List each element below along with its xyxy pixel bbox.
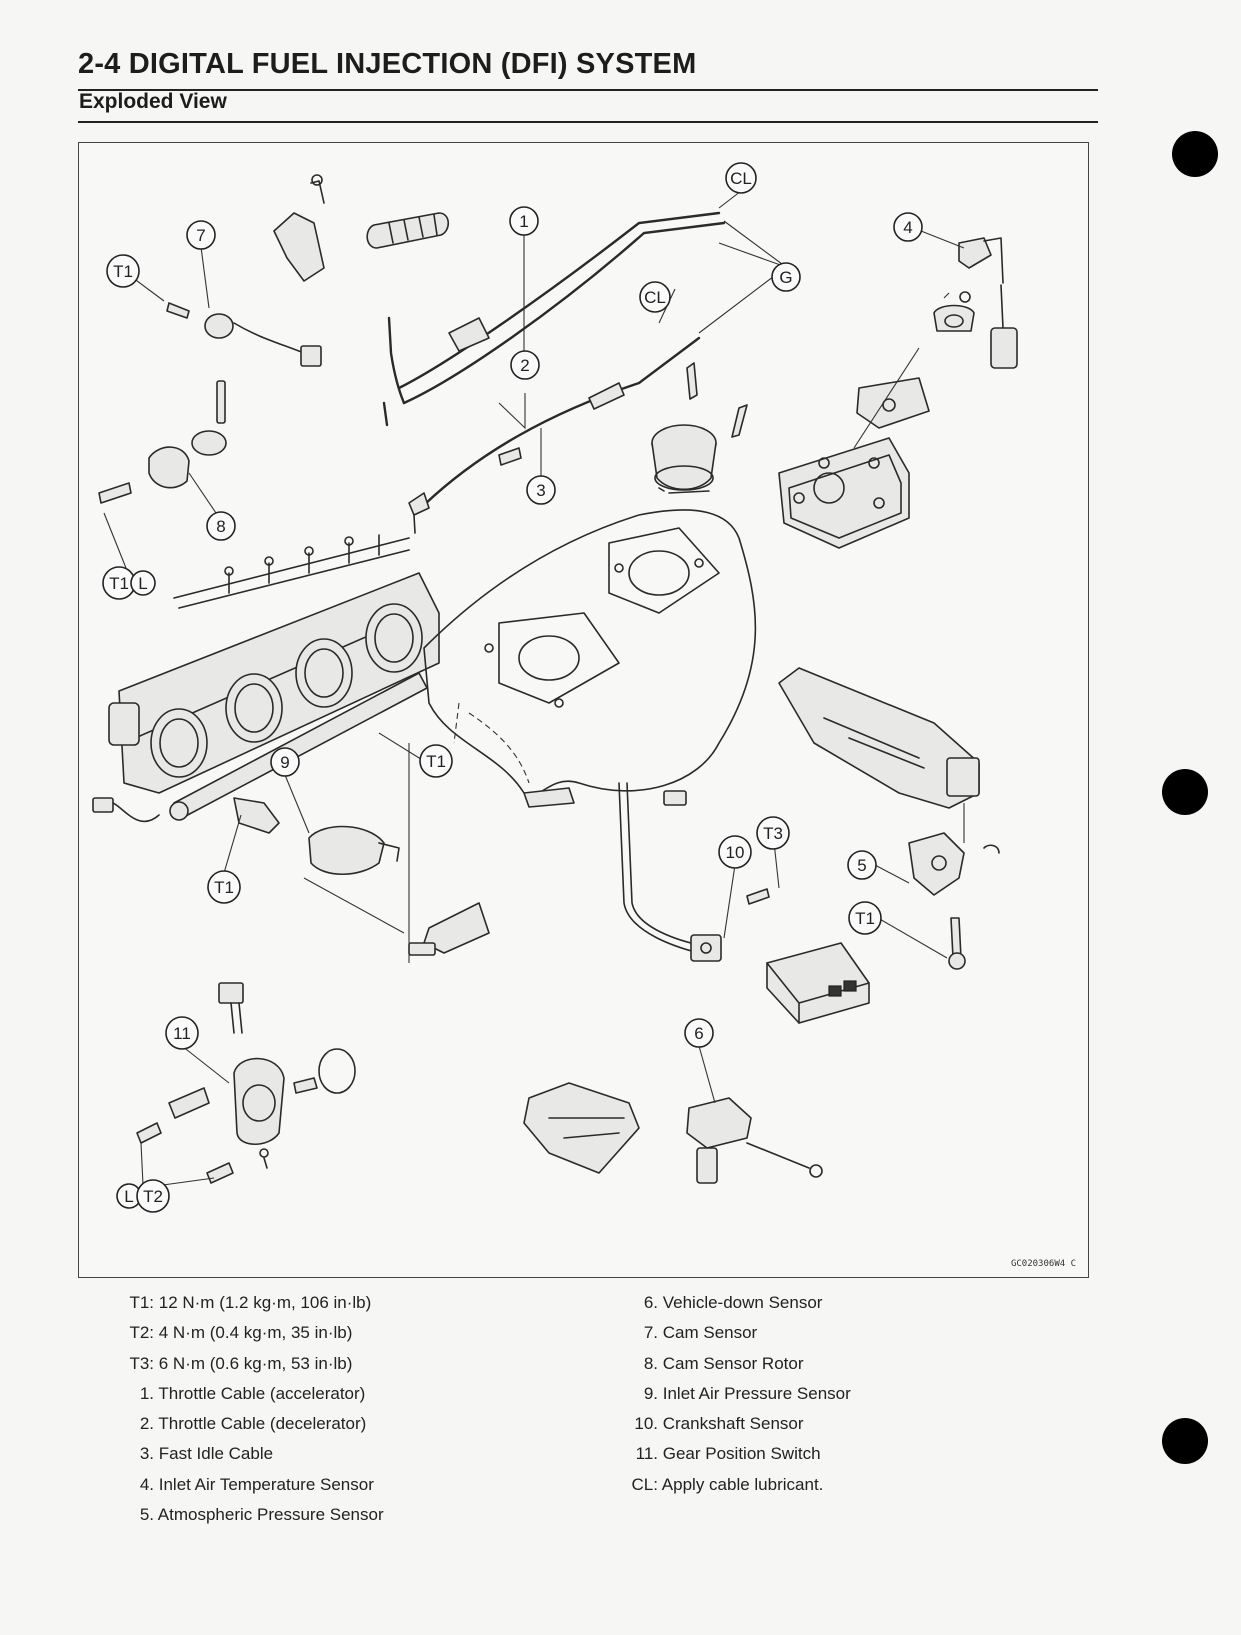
air-cleaner-base xyxy=(423,509,757,808)
legend-item: 3. Fast Idle Cable xyxy=(139,1444,274,1464)
subtitle-rule xyxy=(78,121,1098,123)
svg-text:10: 10 xyxy=(726,843,745,862)
svg-text:CL: CL xyxy=(730,169,752,188)
ecu-unit xyxy=(766,917,966,1024)
callout-t1-rotor: T1 xyxy=(102,566,136,600)
atmospheric-pressure-sensor xyxy=(778,667,1000,896)
legend-item: T3: 6 N·m (0.6 kg·m, 53 in·lb) xyxy=(129,1353,353,1373)
svg-text:T1: T1 xyxy=(214,878,234,897)
svg-text:T1: T1 xyxy=(426,752,446,771)
svg-text:T1: T1 xyxy=(109,574,129,593)
inlet-air-temperature-sensor xyxy=(958,237,1018,369)
legend-item: CL: Apply cable lubricant. xyxy=(631,1474,824,1494)
figure-code: GC020306W4 C xyxy=(1010,1259,1076,1269)
cam-sensor-rotor xyxy=(98,380,227,504)
cam-sensor xyxy=(166,302,322,367)
callout-3: 3 xyxy=(526,475,556,505)
air-cleaner-cap xyxy=(778,292,975,549)
callout-t1-throttle: T1 xyxy=(419,744,453,778)
legend-right: 6. Vehicle-down Sensor 7. Cam Sensor 8. … xyxy=(620,1288,851,1500)
throttle-body-assembly xyxy=(92,534,440,823)
svg-text:7: 7 xyxy=(196,226,205,245)
vehicle-down-sensor xyxy=(523,1082,823,1184)
svg-text:1: 1 xyxy=(519,212,528,231)
callout-7: 7 xyxy=(186,220,216,250)
title-rule xyxy=(78,89,1098,91)
callout-t1-cam: T1 xyxy=(106,254,140,288)
legend-item: 4. Inlet Air Temperature Sensor xyxy=(139,1474,374,1494)
callout-11: 11 xyxy=(165,1016,199,1050)
callout-cl-top: CL xyxy=(725,162,757,194)
legend-item: T1: 12 N·m (1.2 kg·m, 106 in·lb) xyxy=(129,1293,372,1312)
callout-cl-mid: CL xyxy=(639,281,671,313)
callout-2: 2 xyxy=(510,350,540,380)
binder-hole-top xyxy=(1172,131,1218,177)
callout-1: 1 xyxy=(509,206,539,236)
binder-hole-middle xyxy=(1162,769,1208,815)
legend-item: 1. Throttle Cable (accelerator) xyxy=(139,1383,366,1403)
svg-text:3: 3 xyxy=(536,481,545,500)
svg-text:T3: T3 xyxy=(763,824,783,843)
callout-10: 10 xyxy=(718,835,752,869)
svg-text:4: 4 xyxy=(903,218,912,237)
legend-item: T2: 4 N·m (0.4 kg·m, 35 in·lb) xyxy=(129,1323,353,1343)
callout-g: G xyxy=(771,262,801,292)
callout-9: 9 xyxy=(270,747,300,777)
throttle-cables xyxy=(382,211,726,534)
gear-position-switch xyxy=(136,982,356,1184)
callout-5: 5 xyxy=(847,850,877,880)
velocity-stack xyxy=(651,362,748,494)
svg-text:6: 6 xyxy=(694,1024,703,1043)
svg-text:11: 11 xyxy=(173,1024,191,1043)
svg-text:CL: CL xyxy=(644,288,666,307)
page-subtitle: Exploded View xyxy=(79,90,227,113)
callout-8: 8 xyxy=(206,511,236,541)
callout-4: 4 xyxy=(893,212,923,242)
legend-item: 8. Cam Sensor Rotor xyxy=(643,1353,804,1373)
svg-text:G: G xyxy=(779,268,792,287)
section-title: 2-4 DIGITAL FUEL INJECTION (DFI) SYSTEM xyxy=(78,48,697,80)
callout-6: 6 xyxy=(684,1018,714,1048)
legend-item: 5. Atmospheric Pressure Sensor xyxy=(139,1505,384,1525)
svg-text:L: L xyxy=(138,574,147,593)
legend-left: T1: 12 N·m (1.2 kg·m, 106 in·lb) T2: 4 N… xyxy=(114,1288,384,1530)
throttle-grip xyxy=(273,174,450,282)
legend-item: 6. Vehicle-down Sensor xyxy=(643,1293,823,1312)
svg-text:T2: T2 xyxy=(143,1187,163,1206)
svg-text:L: L xyxy=(124,1187,133,1206)
svg-text:9: 9 xyxy=(280,753,289,772)
svg-text:5: 5 xyxy=(857,856,866,875)
svg-text:T1: T1 xyxy=(855,909,875,928)
legend-item: 7. Cam Sensor xyxy=(643,1323,758,1343)
exploded-view-figure: 1 2 3 4 5 6 7 8 9 10 11 CL CL G T1 T1 L … xyxy=(78,142,1089,1278)
callout-l-rotor: L xyxy=(130,570,156,596)
legend-item: 2. Throttle Cable (decelerator) xyxy=(139,1414,367,1434)
legend-item: 10. Crankshaft Sensor xyxy=(634,1414,804,1434)
svg-text:T1: T1 xyxy=(113,262,133,281)
exploded-view-drawing: 1 2 3 4 5 6 7 8 9 10 11 CL CL G T1 T1 L … xyxy=(92,162,1018,1213)
crankshaft-sensor xyxy=(618,782,770,962)
callout-t1-atmo: T1 xyxy=(848,901,882,935)
legend-item: 11. Gear Position Switch xyxy=(635,1444,821,1464)
callout-t3: T3 xyxy=(756,816,790,850)
binder-hole-bottom xyxy=(1162,1418,1208,1464)
inlet-air-pressure-sensor xyxy=(233,743,490,963)
callout-t2: T2 xyxy=(136,1179,170,1213)
callout-t1-pressure: T1 xyxy=(207,870,241,904)
svg-text:2: 2 xyxy=(520,356,529,375)
legend-item: 9. Inlet Air Pressure Sensor xyxy=(643,1383,851,1403)
svg-text:8: 8 xyxy=(216,517,225,536)
